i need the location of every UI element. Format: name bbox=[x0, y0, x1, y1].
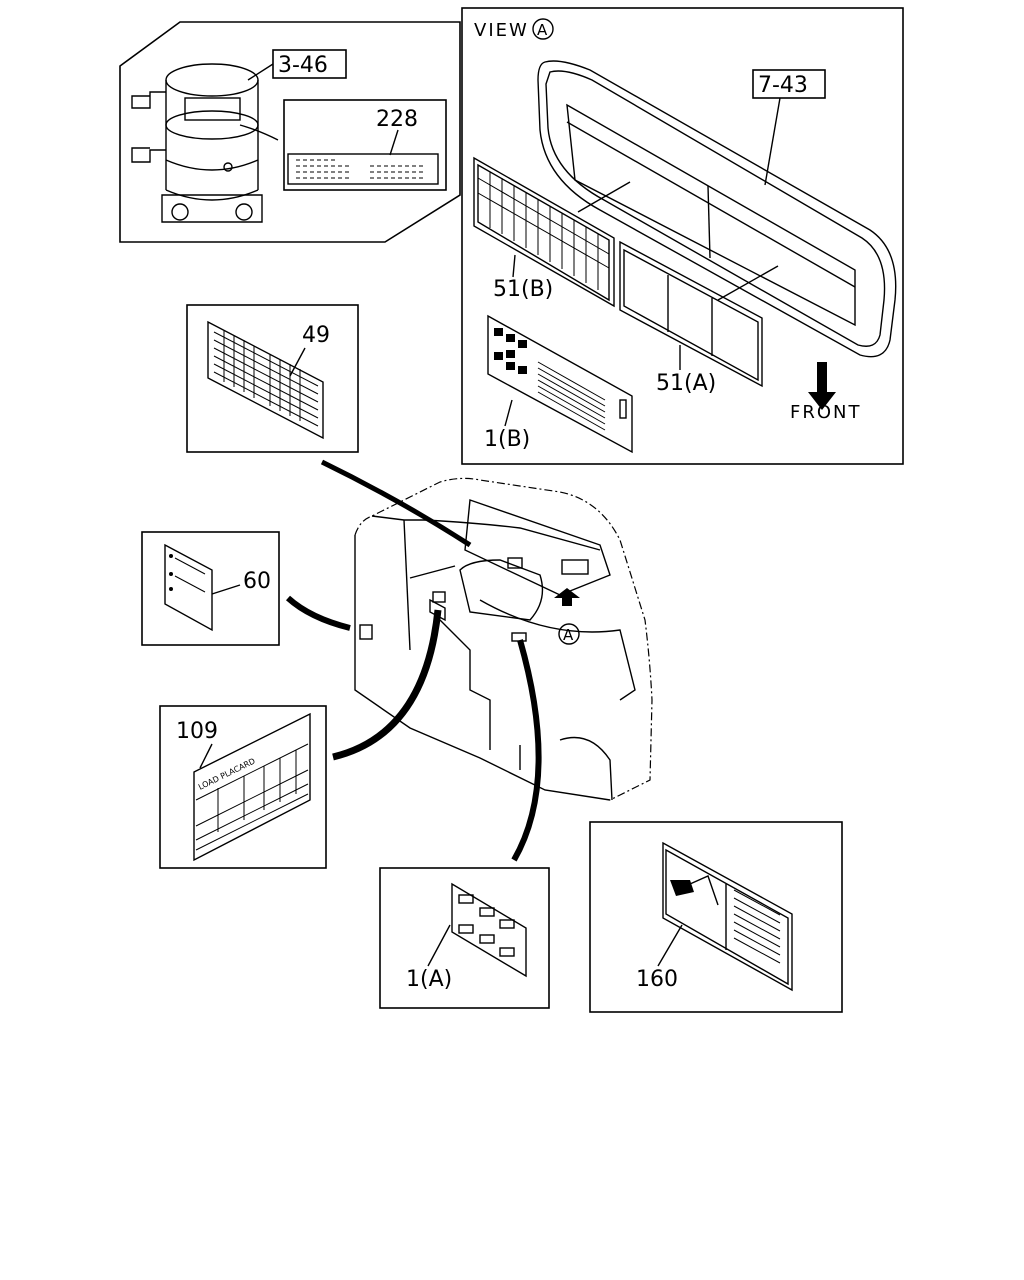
cab-illustration: A bbox=[354, 477, 653, 801]
callout-7-43: 7-43 bbox=[758, 73, 808, 98]
front-arrow-icon bbox=[808, 362, 836, 410]
view-marker: A bbox=[537, 21, 548, 39]
callout-3-46: 3-46 bbox=[278, 53, 328, 78]
callout-49: 49 bbox=[302, 323, 330, 348]
callout-51a: 51(A) bbox=[656, 371, 716, 396]
inset-label-60: 60 bbox=[141, 531, 280, 646]
solenoid-part bbox=[131, 63, 279, 223]
label-51b: 51(B) bbox=[473, 156, 631, 308]
leader-curves bbox=[285, 459, 542, 862]
excavator-icon bbox=[670, 875, 719, 906]
inset-label-109: LOAD PLACARD 109 bbox=[159, 705, 327, 869]
callout-160: 160 bbox=[636, 967, 678, 992]
inset-label-1a: 1(A) bbox=[379, 867, 550, 1009]
inset-label-160: 160 bbox=[589, 821, 843, 1013]
callout-228: 228 bbox=[376, 107, 418, 132]
cab-view-marker: A bbox=[563, 626, 574, 644]
front-label: FRONT bbox=[790, 402, 862, 423]
label-1b: 1(B) bbox=[484, 314, 633, 454]
callout-51b: 51(B) bbox=[493, 277, 553, 302]
inset-view-a: VIEW A 7-43 51(B) bbox=[461, 7, 904, 465]
inset-solenoid: 3-46 228 bbox=[119, 21, 461, 243]
view-title: VIEW bbox=[474, 20, 529, 41]
callout-1b: 1(B) bbox=[484, 427, 530, 452]
headliner-panel bbox=[537, 60, 897, 358]
callout-109: 109 bbox=[176, 719, 218, 744]
callout-60: 60 bbox=[243, 569, 271, 594]
callout-1a: 1(A) bbox=[406, 967, 452, 992]
label-51a: 51(A) bbox=[619, 240, 779, 396]
inset-label-49: 49 bbox=[186, 304, 359, 453]
view-a-arrow-icon bbox=[554, 588, 580, 606]
